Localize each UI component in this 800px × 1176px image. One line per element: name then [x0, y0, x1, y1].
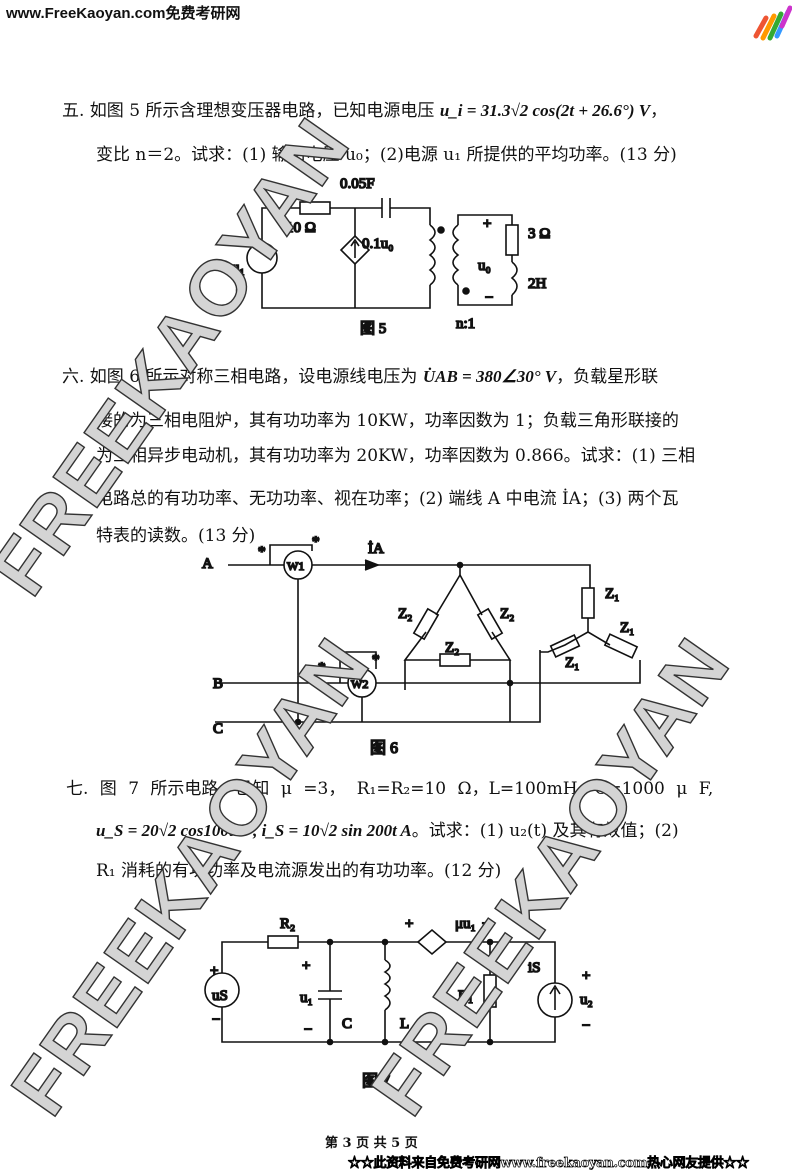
label-plus: +: [483, 216, 491, 232]
site-header[interactable]: www.FreeKaoyan.com免费考研网: [6, 5, 241, 22]
label-plus: +: [582, 968, 590, 984]
label-r1: R₁: [458, 988, 473, 1004]
label-z1: Z₁: [565, 655, 579, 671]
label-u1: u₁: [300, 990, 313, 1006]
impedance-z1: [581, 587, 595, 619]
inductor-2h: [510, 261, 518, 296]
label-u0: u₀: [478, 258, 491, 274]
label-z2: Z₂: [445, 640, 459, 656]
impedance-z1: [549, 634, 581, 658]
impedance-z1: [603, 633, 639, 659]
label-plus: +: [302, 958, 310, 974]
primary-coil: [428, 224, 436, 286]
label-w1: W1: [287, 559, 304, 573]
q5-text: 五. 如图 5 所示含理想变压器电路，已知电源电压: [62, 101, 435, 121]
label-0.05f: 0.05F: [340, 176, 375, 192]
label-mu-u1: μu₁: [455, 916, 476, 932]
q6-line5: 特表的读数。(13 分): [96, 526, 256, 546]
figure-5-caption: 图 5: [360, 320, 386, 337]
figure-5-circuit: 0.05F 10 Ω + u₁ − 0.1u₀ + u₀ − 3 Ω 2H 图 …: [231, 175, 551, 338]
impedance-z2: [476, 607, 504, 641]
inductor-l: [383, 942, 391, 1042]
label-c: C: [342, 1016, 352, 1032]
label-3ohm: 3 Ω: [528, 226, 550, 242]
logo-stripes-icon: [753, 5, 792, 41]
figure-6-caption: 图 6: [370, 740, 398, 757]
label-z2: Z₂: [500, 606, 514, 622]
label-minus: −: [304, 1022, 312, 1038]
label-minus: −: [485, 290, 493, 306]
polarity-mark: *: [318, 660, 326, 676]
label-plus: +: [236, 234, 244, 250]
label-0.1u0: 0.1u₀: [362, 236, 393, 252]
figure-7-circuit: R₂ + uS − + u₁ − C L + μu₁ − R₁ iS + u₂ …: [204, 915, 594, 1091]
label-c: C: [213, 721, 223, 737]
q5-punct: ，: [650, 101, 668, 121]
dependent-current-source: [339, 234, 371, 266]
page-number: 第 3 页 共 5 页: [325, 1136, 418, 1151]
voltage-source-us: [204, 972, 240, 1008]
label-plus: +: [210, 963, 218, 979]
label-a: A: [202, 556, 213, 572]
label-z2: Z₂: [398, 606, 412, 622]
label-ia: İA: [368, 541, 384, 557]
label-l: L: [400, 1016, 409, 1032]
resistor-r1: [483, 974, 497, 1008]
footer-banner: ☆☆此资料来自免费考研网www.freekaoyan.com热心网友提供☆☆: [348, 1156, 750, 1172]
resistor-3ohm: [505, 224, 519, 256]
q5-formula: u_i = 31.3√2 cos(2t + 26.6°) V: [439, 101, 651, 120]
label-minus: −: [582, 1018, 590, 1034]
q7-formula: u_S = 20√2 cos100t V , i_S = 10√2 sin 20…: [96, 821, 412, 840]
figure-7-caption: 图 7: [362, 1073, 390, 1090]
capacitor-c: [318, 942, 342, 1042]
impedance-z2: [412, 607, 440, 641]
label-is: iS: [528, 960, 541, 976]
q6-text-end: ，负载星形联: [556, 367, 659, 387]
current-source-is: [537, 982, 573, 1018]
label-z1: Z₁: [605, 586, 619, 602]
q6-line3: 为三相异步电动机，其有功功率为 20KW，功率因数为 0.866。试求：(1) …: [96, 446, 696, 466]
label-turns-ratio: n:1: [456, 316, 475, 332]
q7-line2: u_S = 20√2 cos100t V , i_S = 10√2 sin 20…: [96, 816, 679, 841]
label-2h: 2H: [528, 276, 547, 292]
capacitor: [381, 198, 391, 218]
q6-line2: 接的为三相电阻炉，其有功功率为 10KW，功率因数为 1；负载三角形联接的: [96, 411, 679, 431]
q6-line1: 六. 如图 6 所示对称三相电路，设电源线电压为 U̇AB = 380∠30° …: [62, 362, 658, 387]
q7-line1: 七. 图 7 所示电路，已知 μ =3， R₁=R₂=10 Ω，L=100mH,…: [66, 779, 714, 799]
label-r2: R₂: [280, 916, 295, 932]
q6-line4: 电路总的有功功率、无功功率、视在功率；(2) 端线 A 中电流 İA；(3) 两…: [96, 489, 679, 509]
resistor-10ohm: [299, 201, 331, 215]
label-minus: −: [212, 1012, 220, 1028]
polarity-mark: *: [312, 534, 320, 550]
label-w2: W2: [351, 677, 368, 691]
q6-formula: U̇AB = 380∠30° V: [422, 367, 557, 386]
q7-line3: R₁ 消耗的有功功率及电流源发出的有功功率。(12 分): [96, 861, 502, 881]
label-10ohm: 10 Ω: [286, 220, 316, 236]
label-u2: u₂: [580, 992, 593, 1008]
q7-text: 。试求：(1) u₂(t) 及其有效值；(2): [411, 821, 679, 841]
polarity-mark: *: [258, 544, 266, 560]
label-us: uS: [212, 988, 228, 1004]
polarity-mark: *: [372, 652, 380, 668]
label-z1: Z₁: [620, 620, 634, 636]
dependent-voltage-source: [416, 928, 448, 956]
label-plus: +: [405, 916, 413, 932]
impedance-z2: [439, 653, 471, 667]
figure-6-circuit: A B C W1 W2 * * * * İA Z₂ Z₂ Z₂ Z₁ Z₁ Z₁…: [201, 533, 641, 758]
q6-text: 六. 如图 6 所示对称三相电路，设电源线电压为: [62, 367, 418, 387]
secondary-coil: [452, 224, 460, 286]
label-minus: −: [482, 916, 490, 932]
q5-line2: 变比 n＝2。试求：(1) 输出电压 u₀；(2)电源 u₁ 所提供的平均功率。…: [96, 145, 677, 165]
resistor-r2: [267, 935, 299, 949]
label-minus: −: [236, 283, 244, 299]
label-b: B: [213, 676, 223, 692]
voltage-source-u1: [246, 242, 278, 274]
label-u1: u₁: [232, 260, 245, 276]
q5-line1: 五. 如图 5 所示含理想变压器电路，已知电源电压 u_i = 31.3√2 c…: [62, 96, 667, 121]
